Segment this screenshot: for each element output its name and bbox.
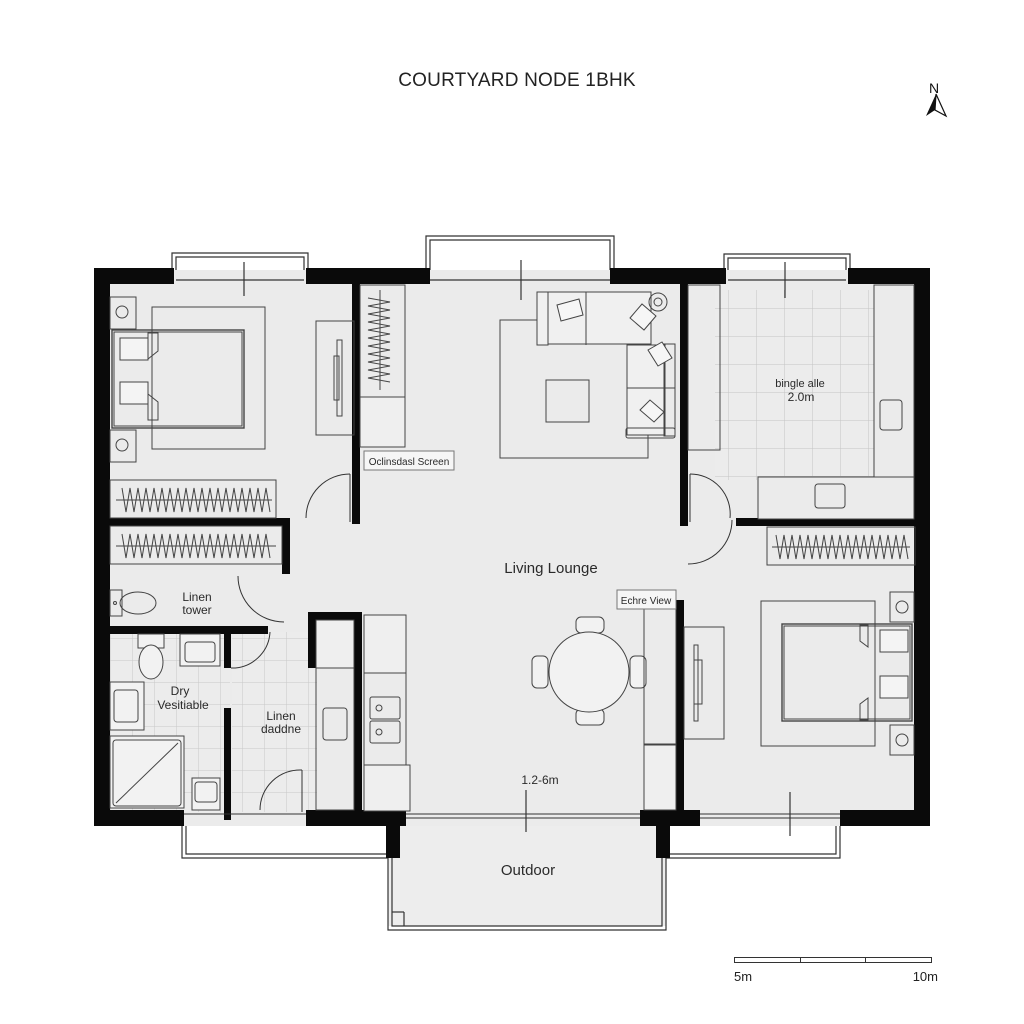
living-furniture xyxy=(499,291,676,459)
view-tag: Echre View xyxy=(621,596,672,607)
scale-segment xyxy=(735,958,801,962)
side-cabinets xyxy=(643,284,721,811)
linen-daddne-label-1: Linen xyxy=(266,709,295,723)
walls xyxy=(94,268,930,858)
single-alle-fixtures xyxy=(757,284,915,520)
wardrobe-corridor xyxy=(109,525,283,617)
single-alle-dimension: 2.0m xyxy=(788,390,815,404)
scale-end-label: 10m xyxy=(912,969,938,984)
floor-area xyxy=(96,270,928,926)
dry-vestibule-label-1: Dry xyxy=(171,684,190,698)
scale-start-label: 5m xyxy=(734,969,753,984)
bathroom-fixtures xyxy=(109,633,221,811)
north-arrow-icon xyxy=(926,93,948,118)
single-alle-label: bingle alle xyxy=(775,378,825,390)
bedroom-right xyxy=(683,526,916,756)
room-labels: Living Lounge Linen tower Dry Vesitiable… xyxy=(157,378,824,879)
annotation-tags: Oclinsdasl Screen Echre View xyxy=(363,450,677,610)
linen-daddne-label-2: daddne xyxy=(261,722,301,736)
linen-tower-label-2: tower xyxy=(182,603,211,617)
dry-vestibule-label-2: Vesitiable xyxy=(157,698,209,712)
kitchen-counter xyxy=(315,284,411,812)
scale-segment xyxy=(866,958,931,962)
living-lounge-label: Living Lounge xyxy=(504,560,597,577)
north-label: N xyxy=(929,80,940,96)
terrace-outlines xyxy=(181,826,841,931)
door-swings xyxy=(230,473,733,812)
bedroom-left xyxy=(109,296,355,519)
scale-segment xyxy=(801,958,867,962)
scale-bar-segments xyxy=(734,957,932,963)
dining-set xyxy=(531,616,647,726)
linen-tower-label-1: Linen xyxy=(182,590,211,604)
window-bays xyxy=(171,235,851,836)
outdoor-label: Outdoor xyxy=(501,862,555,879)
living-dimension: 1.2-6m xyxy=(521,773,558,787)
screen-tag: Oclinsdasl Screen xyxy=(369,457,450,468)
bottom-glazing xyxy=(184,813,840,819)
plan-title: COURTYARD NODE 1BHK xyxy=(398,70,636,91)
